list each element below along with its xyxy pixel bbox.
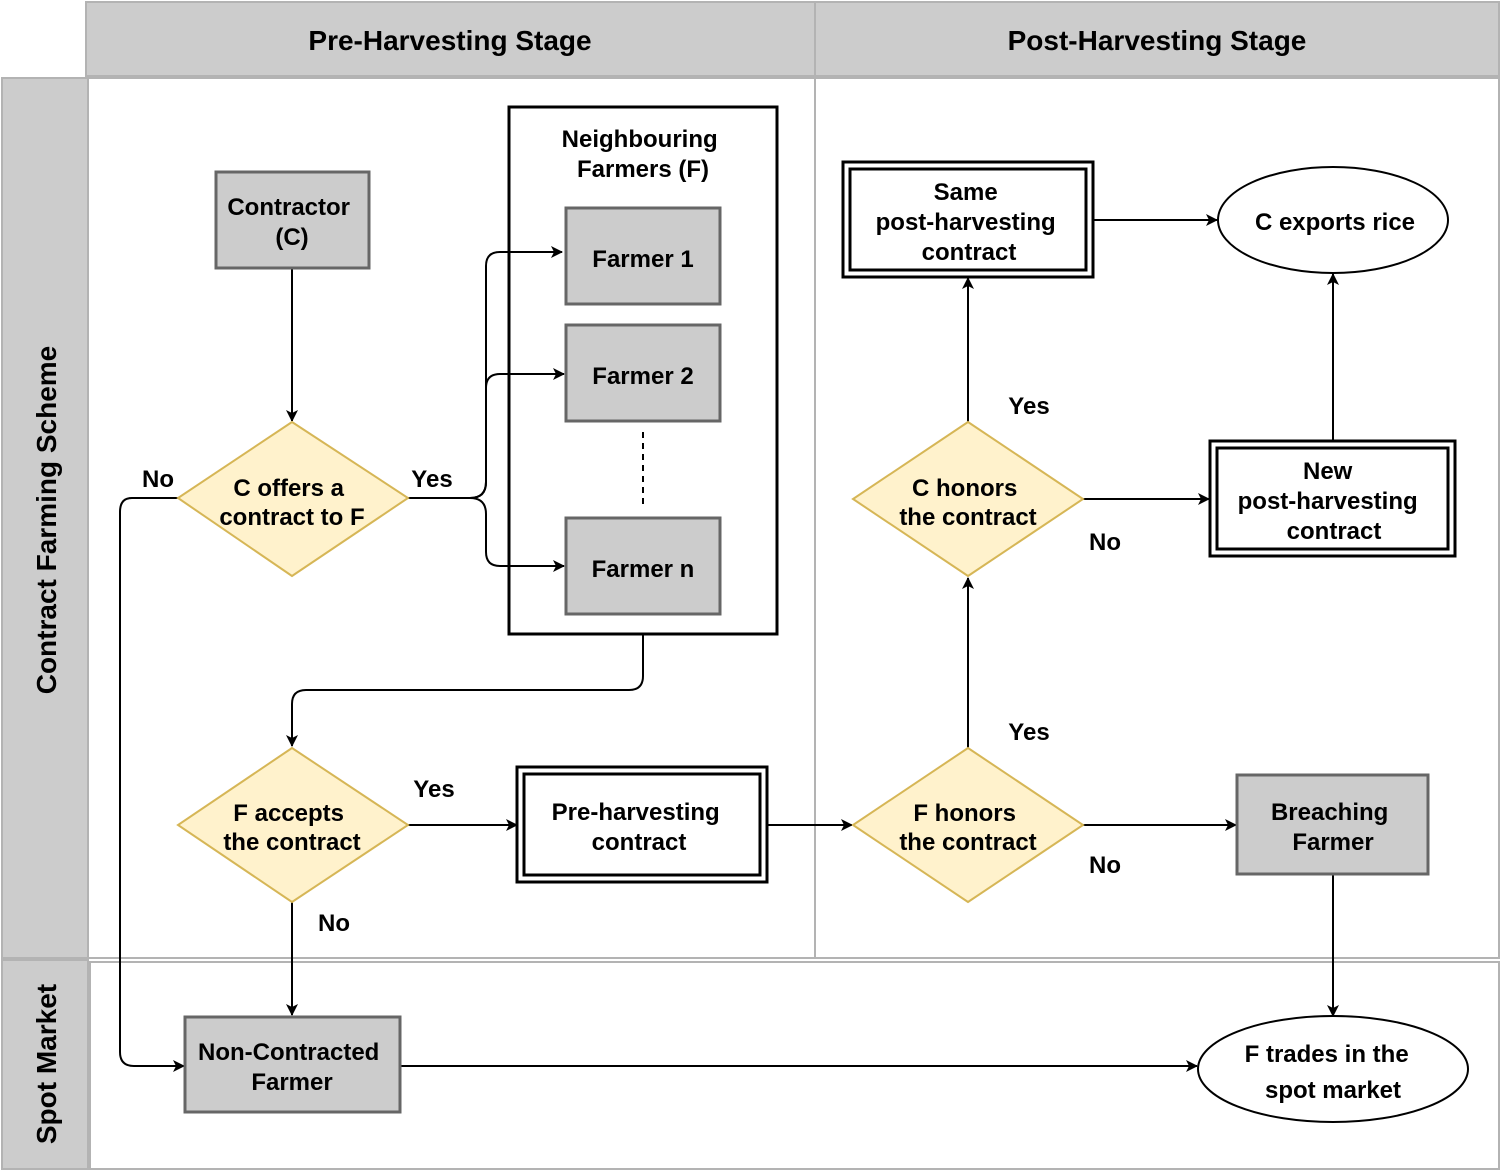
contract-lane-label-cell [1, 77, 89, 959]
f-honors-diamond [851, 746, 1085, 904]
edge-offer-no-to-noncontracted [119, 497, 185, 1072]
contract-lane-label: Contract Farming Scheme [31, 346, 62, 695]
new-contract-box-outer [1208, 439, 1457, 558]
f-accepts-diamond [176, 746, 410, 904]
f-honors-no-label: No [1089, 852, 1121, 879]
edge-offer-to-farmern [469, 497, 565, 572]
c-exports-label: C exports rice [1255, 209, 1415, 236]
edges [119, 214, 1339, 1072]
farmer-1-label: Farmer 1 [592, 246, 693, 273]
f-honors-label: F honors the contract [899, 800, 1036, 856]
edge-labels: No Yes Yes No Yes No Yes No [142, 393, 1121, 937]
farmer-2-label: Farmer 2 [592, 363, 693, 390]
farmer-n-box [564, 516, 722, 616]
farmer-1-box [564, 206, 722, 306]
spot-trade-ellipse [1197, 1015, 1469, 1123]
farmer-2-box [564, 323, 722, 423]
new-contract-box-inner [1215, 446, 1450, 551]
accepts-no-label: No [318, 910, 350, 937]
pre-contract-box-outer [515, 765, 769, 884]
nodes: Contractor (C) Neighbouring Farmers (F) … [176, 105, 1469, 1123]
c-exports-ellipse [1217, 166, 1449, 274]
non-contracted-farmer-label: Non-Contracted Farmer [198, 1039, 386, 1096]
pre-contract-box-inner [522, 772, 762, 877]
offers-yes-label: Yes [411, 466, 452, 493]
c-honors-diamond [851, 420, 1085, 578]
pre-contract-label: Pre-harvesting contract [552, 799, 727, 856]
neighbouring-farmers-group [507, 105, 779, 636]
edge-offer-to-farmer2 [469, 368, 565, 499]
farmer-n-label: Farmer n [592, 556, 695, 583]
pre-harvesting-header-label: Pre-Harvesting Stage [308, 25, 591, 56]
non-contracted-farmer-box [183, 1015, 402, 1114]
contractor-box [214, 170, 371, 270]
spot-lane-label: Spot Market [31, 984, 62, 1144]
spot-lane-label-cell [1, 959, 89, 1170]
same-contract-box-outer [841, 160, 1095, 279]
breaching-farmer-label: Breaching Farmer [1271, 799, 1395, 856]
new-contract-label: New post-harvesting contract [1238, 458, 1425, 545]
c-honors-label: C honors the contract [899, 475, 1036, 531]
contractor-label: Contractor (C) [227, 194, 356, 251]
spot-trade-label: F trades in the spot market [1245, 1041, 1416, 1104]
pre-harvesting-header [85, 1, 816, 77]
offers-no-label: No [142, 466, 174, 493]
c-offers-diamond [176, 420, 410, 578]
same-contract-label: Same post-harvesting contract [876, 179, 1063, 266]
c-offers-label: C offers a contract to F [219, 475, 364, 531]
f-honors-yes-label: Yes [1008, 719, 1049, 746]
post-harvesting-header-label: Post-Harvesting Stage [1008, 25, 1307, 56]
stage-headers: Pre-Harvesting Stage Post-Harvesting Sta… [85, 1, 1500, 77]
f-accepts-label: F accepts the contract [223, 800, 360, 856]
neighbouring-farmers-label: Neighbouring Farmers (F) [562, 126, 725, 183]
edge-neighbouring-to-accepts [286, 634, 644, 747]
same-contract-box-inner [848, 167, 1088, 272]
breaching-farmer-box [1235, 773, 1430, 876]
post-harvesting-header [814, 1, 1500, 77]
c-honors-yes-label: Yes [1008, 393, 1049, 420]
c-honors-no-label: No [1089, 529, 1121, 556]
accepts-yes-label: Yes [413, 776, 454, 803]
